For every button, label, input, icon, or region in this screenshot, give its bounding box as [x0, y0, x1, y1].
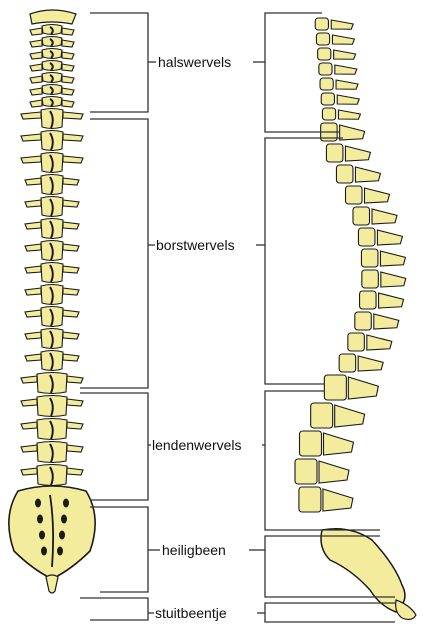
vertebra-side: [299, 487, 353, 512]
vertebra-side: [321, 93, 359, 105]
coccyx-front: [46, 575, 58, 593]
vertebra-front: [25, 241, 79, 261]
bracket-borstwervels-left: [80, 119, 148, 388]
vertebra-side: [346, 186, 390, 204]
bracket-halswervels-left: [90, 13, 148, 112]
vertebra-front: [30, 85, 74, 96]
vertebra-front: [25, 329, 79, 349]
spine-side-view: [295, 18, 416, 619]
sacral-foramen: [39, 531, 45, 540]
bracket-stuitbeentje-right: [265, 603, 395, 622]
vertebra-front: [30, 97, 74, 108]
vertebra-front: [30, 61, 74, 72]
vertebra-side: [324, 375, 378, 400]
label-halswervels: halswervels: [158, 54, 231, 70]
vertebra-front: [25, 307, 79, 327]
sacral-foramen: [63, 499, 69, 508]
vertebra-side: [339, 354, 383, 372]
coccyx-side: [396, 600, 416, 619]
vertebra-side: [299, 431, 353, 456]
vertebra-front: [25, 219, 79, 239]
vertebra-side: [320, 78, 358, 90]
vertebra-side: [361, 249, 405, 267]
vertebra-side: [348, 333, 392, 351]
vertebra-side: [295, 459, 349, 484]
label-borstwervels: borstwervels: [156, 237, 235, 253]
vertebra-side: [315, 18, 353, 30]
vertebra-front: [21, 396, 83, 417]
sacral-foramen: [59, 531, 65, 540]
sacral-foramen: [41, 547, 47, 556]
vertebra-front: [30, 25, 74, 36]
bracket-borstwervels-right: [265, 138, 343, 384]
vertebra-side: [336, 165, 380, 183]
vertebra-side: [322, 108, 360, 120]
vertebra-side: [360, 291, 404, 309]
vertebra-side: [311, 403, 365, 428]
vertebra-front: [30, 73, 74, 84]
atlas-vertebra: [30, 10, 76, 24]
vertebra-front: [25, 351, 79, 371]
vertebra-front: [21, 153, 83, 173]
vertebra-front: [25, 197, 79, 217]
vertebra-side: [319, 63, 357, 75]
label-heiligbeen: heiligbeen: [162, 542, 226, 558]
vertebra-front: [21, 373, 83, 394]
vertebra-front: [21, 109, 83, 129]
sacral-foramen: [61, 515, 67, 524]
bracket-stuitbeentje-left: [80, 598, 148, 620]
vertebra-side: [316, 33, 354, 45]
vertebra-side: [353, 207, 397, 225]
vertebra-front: [25, 263, 79, 283]
bracket-lendenwervels-left: [80, 393, 148, 500]
vertebra-side: [355, 312, 399, 330]
label-lendenwervels: lendenwervels: [152, 437, 242, 453]
vertebra-front: [21, 442, 83, 463]
sacral-foramen: [37, 515, 43, 524]
sacrum-side: [321, 529, 405, 612]
vertebra-front: [30, 37, 74, 48]
label-stuitbeentje: stuitbeentje: [155, 605, 227, 621]
vertebra-front: [25, 285, 79, 305]
vertebra-side: [362, 270, 406, 288]
vertebra-front: [30, 49, 74, 60]
vertebra-front: [21, 131, 83, 151]
sacral-foramen: [35, 499, 41, 508]
bracket-heiligbeen-left: [90, 507, 148, 592]
vertebra-side: [318, 48, 356, 60]
spine-front-view: [9, 10, 95, 593]
sacral-foramen: [57, 547, 63, 556]
vertebra-side: [358, 228, 402, 246]
vertebra-front: [21, 465, 83, 486]
vertebra-front: [21, 419, 83, 440]
vertebra-side: [326, 144, 370, 162]
vertebra-front: [25, 175, 79, 195]
